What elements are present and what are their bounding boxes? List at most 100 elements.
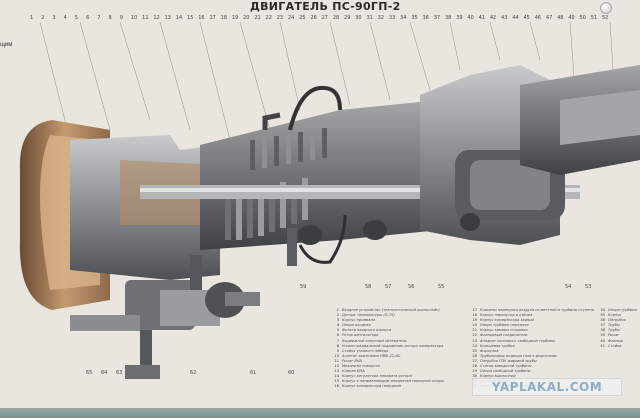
legend-entry-number: 38 bbox=[600, 328, 605, 333]
legend-entry-text: Корпус компрессора задний bbox=[480, 318, 534, 323]
legend-entry-number: 24 bbox=[472, 343, 477, 348]
callout-number: 25 bbox=[299, 15, 306, 21]
legend-entry-text: Статор заводской турбины bbox=[480, 364, 532, 369]
callout-number: 26 bbox=[310, 15, 317, 21]
callout-number: 43 bbox=[501, 15, 508, 21]
callout-number: 44 bbox=[512, 15, 519, 21]
legend-entry-number: 13 bbox=[334, 369, 339, 374]
legend-entry-number: 10 bbox=[334, 353, 339, 358]
legend-entry-text: Фланцевый соединитель bbox=[480, 333, 528, 338]
legend-entry-number: 16 bbox=[334, 384, 339, 389]
callout-number: 27 bbox=[321, 15, 328, 21]
callout-number: 21 bbox=[254, 15, 261, 21]
callout-number: 50 bbox=[579, 15, 586, 21]
legend-entry-text: Трубы bbox=[608, 323, 620, 328]
legend-entry-number: 2 bbox=[336, 313, 339, 318]
callout-number: 15 bbox=[187, 15, 194, 21]
legend-entry-number: 12 bbox=[334, 364, 339, 369]
legend-entry-text: Корпус к направляющим аппаратам передней… bbox=[342, 379, 444, 384]
callout-number: 5 bbox=[74, 15, 79, 21]
legend-entry-number: 4 bbox=[336, 323, 339, 328]
fuel-manifold bbox=[287, 213, 480, 266]
callout-number: 45 bbox=[523, 15, 530, 21]
callout-number: 53 bbox=[585, 284, 592, 290]
watermark: YAPLAKAL.COM bbox=[472, 378, 622, 396]
legend-entry-text: Агрегат зажигания ПВФ-22-ИС bbox=[342, 353, 401, 358]
callout-number: 6 bbox=[86, 15, 90, 21]
callout-number: 48 bbox=[557, 15, 564, 21]
legend-entry-number: 3 bbox=[336, 318, 339, 323]
legend-entry-number: 8 bbox=[336, 343, 339, 348]
legend-entry-number: 37 bbox=[600, 323, 605, 328]
legend-entry-number: 14 bbox=[334, 374, 339, 379]
callout-number: 62 bbox=[190, 370, 197, 376]
callout-number: 64 bbox=[101, 370, 108, 376]
legend-entry-text: Корпус перепуска и отбора bbox=[480, 313, 533, 318]
callout-number: 8 bbox=[108, 15, 112, 21]
bleed-pipe bbox=[288, 85, 342, 131]
legend-entry-number: 34 bbox=[600, 308, 605, 312]
legend-entry-number: 23 bbox=[472, 338, 477, 343]
callout-number: 47 bbox=[545, 15, 553, 21]
legend-entry-text: Ротор вентилятора bbox=[342, 333, 379, 338]
callout-number: 9 bbox=[119, 15, 123, 21]
legend-entry-number: 20 bbox=[472, 323, 477, 328]
callout-number: 56 bbox=[408, 284, 415, 290]
legend-entry-text: Патрубок bbox=[608, 318, 626, 323]
legend-entry-text: Опора входная bbox=[342, 323, 371, 328]
wall-strip bbox=[0, 410, 640, 418]
callout-number: 55 bbox=[438, 284, 445, 290]
callout-number: 49 bbox=[568, 15, 575, 21]
callout-number: 10 bbox=[130, 15, 138, 21]
callout-number: 37 bbox=[433, 15, 441, 21]
legend-entry-text: Аппарат соплового свободной турбины bbox=[480, 338, 556, 343]
callout-number: 12 bbox=[153, 15, 160, 21]
legend-entry-number: 5 bbox=[336, 328, 339, 333]
legend-entry-number: 35 bbox=[600, 313, 605, 318]
poster-title: ДВИГАТЕЛЬ ПС-90ГП-2 bbox=[250, 0, 401, 13]
legend-entry-text: Патрубок ПЗУ жаровой трубы bbox=[480, 358, 537, 363]
legend-entry-text: Корпус промвала bbox=[342, 318, 375, 323]
callout-number: 57 bbox=[385, 284, 392, 290]
callout-number: 17 bbox=[209, 15, 216, 21]
callout-number: 30 bbox=[355, 15, 362, 21]
callout-number: 20 bbox=[243, 15, 250, 21]
legend-entry-number: 25 bbox=[472, 348, 477, 353]
callout-number: 18 bbox=[220, 15, 228, 21]
legend-entry-number: 6 bbox=[336, 333, 339, 338]
legend-entry-text: Трубы bbox=[608, 328, 620, 333]
callout-number: 24 bbox=[287, 15, 295, 21]
callout-number: 16 bbox=[198, 15, 205, 21]
legend-entry-text: Корпус регулятора аппарата ротора bbox=[342, 374, 412, 379]
callout-number: 4 bbox=[63, 15, 67, 21]
callout-number: 54 bbox=[565, 284, 572, 290]
legend-entry-text: Корпус выхлопной bbox=[480, 374, 516, 379]
callout-number: 29 bbox=[344, 15, 351, 21]
